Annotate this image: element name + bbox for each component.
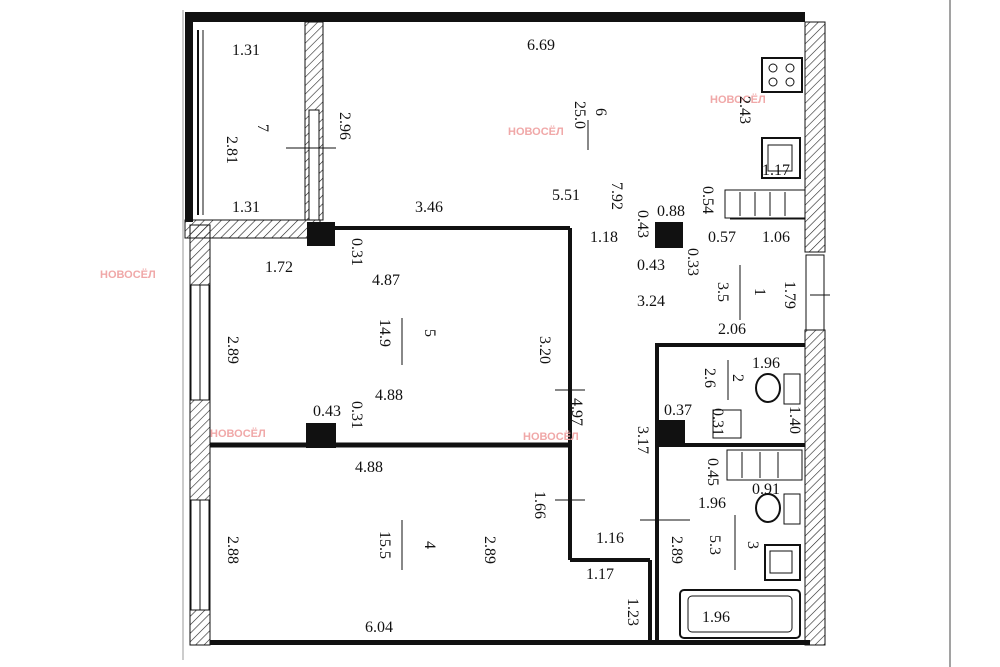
dim-289-a: 2.89 (224, 336, 241, 364)
watermark-2: НОВОСЁЛ (508, 125, 564, 138)
dim-497: 4.97 (568, 398, 585, 426)
dim-131-bottom: 1.31 (232, 199, 260, 216)
room2-area: 2.6 (701, 368, 718, 388)
dim-289-b: 2.89 (481, 536, 498, 564)
room7-height: 2.81 (223, 136, 240, 164)
dim-488-a: 4.88 (375, 387, 403, 404)
dim-091: 0.91 (752, 481, 780, 498)
watermark-4: НОВОСЁЛ (210, 427, 266, 440)
dim-117: 1.17 (762, 162, 790, 179)
dim-346: 3.46 (415, 199, 443, 216)
stove (761, 57, 803, 93)
dim-140: 1.40 (786, 406, 803, 434)
dim-206: 2.06 (718, 321, 746, 338)
dim-289-c: 2.89 (668, 536, 685, 564)
dim-604: 6.04 (365, 619, 393, 636)
dim-043-b: 0.43 (637, 257, 665, 274)
wall-left-balcony (185, 22, 193, 222)
room1-area: 3.5 (714, 282, 731, 302)
toilet-2-tank (783, 493, 801, 525)
dim-196-c: 1.96 (702, 609, 730, 626)
dim-088: 0.88 (657, 203, 685, 220)
stove-burner-4 (785, 77, 795, 87)
room6-area: 25.0 (571, 101, 588, 129)
dim-196-a: 1.96 (752, 355, 780, 372)
dim-179: 1.79 (781, 281, 798, 309)
dim-669: 6.69 (527, 37, 555, 54)
dim-166: 1.66 (531, 491, 548, 519)
window-room6 (805, 254, 825, 331)
dim-033: 0.33 (684, 248, 701, 276)
room4-area: 15.5 (376, 531, 393, 559)
dim-488-b: 4.88 (355, 459, 383, 476)
wall-right-lower (804, 329, 826, 646)
dim-243: 2.43 (736, 96, 753, 124)
stove-burner-2 (785, 63, 795, 73)
dim-116: 1.16 (596, 530, 624, 547)
stove-burner-3 (768, 77, 778, 87)
washbasin-inner (769, 550, 793, 574)
dim-131-top: 1.31 (232, 42, 260, 59)
watermark-1: НОВОСЁЛ (710, 93, 766, 106)
stove-burner-1 (768, 63, 778, 73)
dim-054: 0.54 (699, 186, 716, 214)
watermark-5: НОВОСЁЛ (523, 430, 579, 443)
room1-number: 1 (751, 288, 768, 296)
room5-area: 14.9 (376, 319, 393, 347)
dim-324: 3.24 (637, 293, 665, 310)
wall-top-right (804, 21, 826, 253)
toilet-2 (755, 493, 781, 523)
dim-317: 3.17 (634, 426, 651, 454)
dim-031-b: 0.31 (348, 401, 365, 429)
dim-320: 3.20 (536, 336, 553, 364)
column-3 (306, 423, 336, 448)
dim-037: 0.37 (664, 402, 692, 419)
column-1 (307, 222, 335, 246)
toilet-1 (755, 373, 781, 403)
dim-043-a: 0.43 (634, 210, 651, 238)
room3-number: 3 (744, 541, 761, 549)
column-2 (655, 222, 683, 248)
room6-number: 6 (592, 108, 609, 116)
dim-045: 0.45 (704, 458, 721, 486)
dim-106: 1.06 (762, 229, 790, 246)
bathtub-inner (687, 595, 793, 633)
radiator-kitchen (724, 189, 806, 219)
dim-031-c: 0.31 (709, 408, 726, 436)
room3-area: 5.3 (706, 535, 723, 555)
column-4 (657, 420, 685, 445)
balcony-door (308, 109, 320, 221)
watermark-3: НОВОСЁЛ (100, 268, 156, 281)
small-basin (712, 409, 742, 439)
kitchen-sink-basin (767, 144, 793, 172)
room7-number: 7 (254, 124, 271, 132)
toilet-1-tank (783, 373, 801, 405)
dim-117-b: 1.17 (586, 566, 614, 583)
wall-top (185, 12, 805, 22)
dim-118: 1.18 (590, 229, 618, 246)
room5-number: 5 (421, 329, 438, 337)
wall-bottom-right (650, 640, 810, 645)
bathtub (679, 589, 801, 639)
wall-bottom (210, 640, 650, 645)
dim-123: 1.23 (624, 598, 641, 626)
dim-792: 7.92 (608, 182, 625, 210)
dim-288: 2.88 (224, 536, 241, 564)
room4-number: 4 (421, 541, 438, 549)
dim-551: 5.51 (552, 187, 580, 204)
radiator-bath (726, 449, 803, 481)
dim-487: 4.87 (372, 272, 400, 289)
dim-031-a: 0.31 (348, 238, 365, 266)
dim-172: 1.72 (265, 259, 293, 276)
dim-296: 2.96 (336, 112, 353, 140)
dim-057: 0.57 (708, 229, 736, 246)
room2-number: 2 (729, 374, 746, 382)
dim-196-b: 1.96 (698, 495, 726, 512)
balcony-wall-bottom (184, 219, 321, 239)
dim-043-c: 0.43 (313, 403, 341, 420)
